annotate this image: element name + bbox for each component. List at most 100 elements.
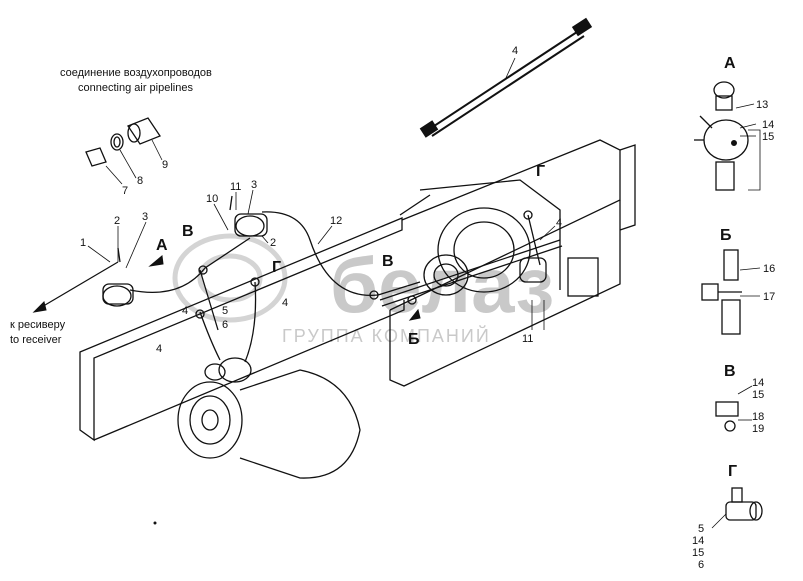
label-4a: 4 [282, 297, 288, 309]
leader-10 [213, 203, 229, 231]
label-1: 1 [80, 237, 86, 249]
label-4b: 4 [182, 305, 188, 317]
view-be-left [701, 283, 719, 301]
view-g: Г 5 14 15 6 [692, 463, 763, 571]
pipe-to-receiver [39, 261, 119, 309]
caption-ru: соединение воздухопроводов [60, 67, 212, 79]
hose-body-upper [427, 29, 581, 131]
pipelines [39, 195, 541, 363]
view-v: В 14 15 18 19 [715, 363, 764, 435]
leader-1 [87, 245, 111, 263]
view-be: Б 16 17 [701, 227, 775, 335]
coupling-part-8 [110, 133, 124, 151]
leader-8 [119, 149, 137, 179]
leader-2b [261, 235, 269, 244]
view-v-body [715, 401, 739, 417]
view-g-6: 6 [698, 559, 704, 571]
label-5: 5 [222, 305, 228, 317]
label-B1: В [182, 223, 194, 240]
receiver-label-ru: к ресиверу [10, 319, 66, 331]
label-4-top: 4 [512, 45, 518, 57]
watermark-ring-left [172, 233, 288, 323]
dot-mark [153, 521, 157, 525]
view-v-title: В [724, 363, 736, 380]
watermark: белаз ГРУППА КОМПАНИЙ [172, 233, 554, 346]
watermark-group-text: ГРУППА КОМПАНИЙ [282, 325, 491, 346]
chamber-body [239, 369, 361, 479]
valve-left-body [102, 283, 134, 305]
arrow-receiver [32, 301, 47, 313]
view-a: А 13 14 15 [694, 55, 774, 191]
hub-bore [433, 263, 459, 287]
coupling-icon [85, 117, 163, 185]
view-v-15: 15 [752, 389, 764, 401]
pipe-12 [261, 211, 421, 297]
tee-v1 [198, 265, 208, 275]
leader-14v [737, 385, 753, 395]
label-12: 12 [330, 215, 342, 227]
drum-outer [177, 381, 243, 459]
pipe-down-2 [244, 281, 257, 363]
coupling-part-7 [85, 147, 107, 167]
label-9: 9 [162, 159, 168, 171]
view-be-title: Б [720, 227, 732, 244]
pipe-up [229, 195, 233, 211]
view-g-body [725, 501, 757, 521]
tee-x [407, 295, 417, 305]
view-a-side [699, 115, 713, 129]
tee-56 [195, 309, 205, 319]
view-a-stem [715, 95, 733, 111]
bracket-right [567, 257, 599, 297]
leader-3a [125, 221, 147, 269]
label-4c: 4 [156, 343, 162, 355]
leader-16 [739, 267, 761, 271]
label-2b: 2 [270, 237, 276, 249]
label-B2: В [382, 253, 394, 270]
receiver-label-en: to receiver [10, 334, 62, 346]
leader-12 [317, 225, 333, 245]
leader-14a [739, 123, 757, 129]
hose-icon [419, 17, 593, 138]
view-be-top [723, 249, 739, 281]
chamber-right [519, 257, 547, 283]
view-a-15: 15 [762, 131, 774, 143]
valve-left [102, 285, 132, 307]
view-g-title: Г [728, 463, 737, 480]
leader-9 [151, 139, 163, 161]
housing-edge [399, 194, 431, 216]
valve-upper-body [234, 213, 268, 237]
coupling-part-9 [127, 117, 161, 145]
pipe-g [527, 214, 541, 266]
view-a-dot [731, 140, 737, 146]
pipe-1 [129, 237, 251, 293]
label-A: А [156, 237, 168, 254]
view-a-13: 13 [756, 99, 768, 111]
view-v-19: 19 [752, 423, 764, 435]
view-g-5: 5 [698, 523, 704, 535]
beam-left-face [79, 217, 403, 442]
label-3b: 3 [251, 179, 257, 191]
brake-chamber-lower [177, 357, 361, 479]
watermark-ring-inner [197, 253, 263, 303]
label-10: 10 [206, 193, 218, 205]
arrow-A [148, 255, 164, 267]
label-4d: 4 [556, 217, 562, 229]
caption-en: connecting air pipelines [78, 82, 193, 94]
label-G1: Г [272, 259, 281, 276]
valve-units [102, 213, 268, 307]
label-8: 8 [137, 175, 143, 187]
view-a-14: 14 [762, 119, 774, 131]
tee-g1 [250, 277, 260, 287]
beam-right-lower [389, 200, 621, 387]
tee-fitting-icon [195, 210, 533, 319]
view-be-bottom [721, 299, 741, 335]
view-a-bottom-port [715, 161, 735, 191]
leader-7 [105, 165, 123, 185]
pipe-down [199, 311, 221, 361]
valve-upper [235, 215, 265, 237]
view-g-end [749, 501, 763, 521]
hose-body-lower [431, 35, 585, 137]
leader-4d [539, 225, 556, 241]
shaft-line [379, 239, 561, 301]
